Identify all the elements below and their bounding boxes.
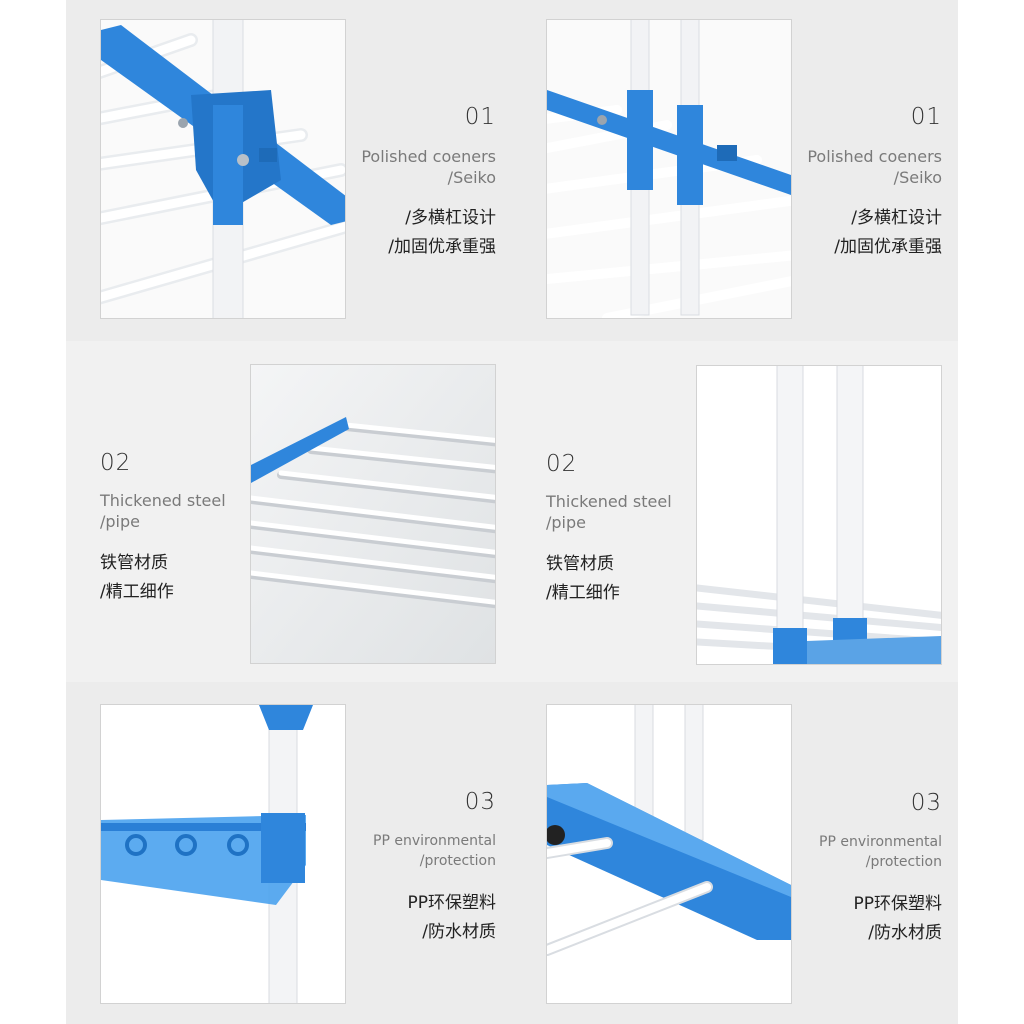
feature-en-line1: Thickened steel: [546, 492, 672, 511]
feature-en-line2: /protection: [865, 854, 942, 870]
feature-en-line1: Polished coeners: [807, 147, 942, 166]
feature-number: 03: [464, 789, 496, 815]
feature-cn-line1: PP环保塑料: [853, 894, 942, 914]
feature-en-line2: /pipe: [546, 513, 586, 532]
feature-cn-line2: /加固优承重强: [834, 237, 942, 257]
feature-en-line2: /Seiko: [447, 168, 496, 187]
photo-steel-pipe-poles: [696, 365, 942, 665]
feature-number: 03: [910, 790, 942, 816]
feature-cn-line1: /多横杠设计: [405, 208, 496, 228]
feature-number: 02: [100, 450, 132, 476]
feature-cn-line1: 铁管材质: [546, 554, 614, 574]
feature-number: 01: [464, 104, 496, 130]
photo-pp-plastic-base: [546, 704, 792, 1004]
photo-pp-plastic-shelf: [100, 704, 346, 1004]
photo-corner-joint-closeup: [100, 19, 346, 319]
feature-en-line1: PP environmental: [373, 833, 496, 849]
feature-number: 01: [910, 104, 942, 130]
feature-cn-line2: /精工细作: [546, 583, 620, 603]
feature-en-line2: /Seiko: [893, 168, 942, 187]
feature-en-line1: Polished coeners: [361, 147, 496, 166]
feature-cn-line1: 铁管材质: [100, 553, 168, 573]
feature-en-line2: /protection: [419, 853, 496, 869]
feature-cn-line1: PP环保塑料: [407, 893, 496, 913]
feature-en-line2: /pipe: [100, 512, 140, 531]
feature-cn-line2: /防水材质: [868, 923, 942, 943]
photo-corner-joint-double-pole: [546, 19, 792, 319]
photo-steel-pipe-rails: [250, 364, 496, 664]
feature-cn-line1: /多横杠设计: [851, 208, 942, 228]
feature-cn-line2: /防水材质: [422, 922, 496, 942]
feature-en-line1: Thickened steel: [100, 491, 226, 510]
feature-en-line1: PP environmental: [819, 834, 942, 850]
feature-number: 02: [546, 451, 578, 477]
feature-cn-line2: /加固优承重强: [388, 237, 496, 257]
feature-cn-line2: /精工细作: [100, 582, 174, 602]
